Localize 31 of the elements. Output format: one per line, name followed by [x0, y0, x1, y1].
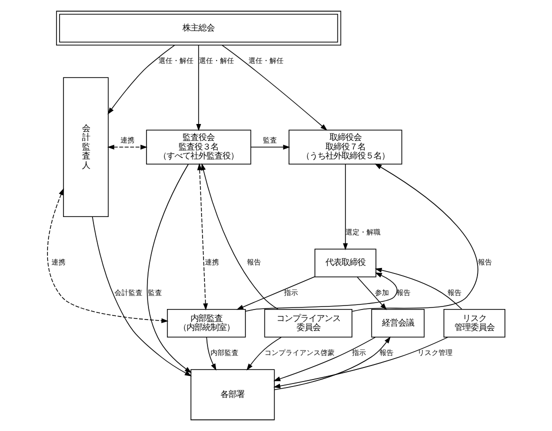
- node-box: 各部署: [190, 369, 275, 420]
- node-box: 会計監査人: [63, 77, 109, 218]
- arrow: [342, 164, 348, 250]
- arrow: [222, 44, 328, 131]
- arrow: [206, 336, 216, 371]
- node-box: 取締役会 取締役７名 （うち社外取締役５名）: [288, 130, 402, 165]
- node-box: リスク 管理委員会: [444, 308, 506, 338]
- arrow: [197, 163, 208, 310]
- node-box: 経営会議: [371, 308, 425, 338]
- arrow: [236, 276, 316, 310]
- arrow: [273, 336, 448, 388]
- arrow: [356, 276, 387, 310]
- node-box: 株主総会: [56, 10, 342, 46]
- arrow: [273, 336, 376, 382]
- arrow: [47, 188, 168, 324]
- arrow: [374, 268, 462, 310]
- arrow: [245, 272, 398, 312]
- arrow: [201, 163, 278, 310]
- arrow: [92, 216, 192, 376]
- node-box: 監査役会 監査役３名 （すべて社外監査役）: [146, 130, 252, 165]
- arrow: [196, 44, 202, 131]
- arrow: [108, 44, 176, 115]
- arrow: [352, 164, 478, 312]
- node-box: 代表取締役: [314, 248, 376, 278]
- node-box: コンプライアンス 委員会: [264, 308, 352, 338]
- arrow: [146, 164, 192, 374]
- arrow: [107, 144, 148, 150]
- arrow: [246, 336, 282, 371]
- arrow: [250, 144, 290, 150]
- node-box: 内部監査 （内部統制室）: [166, 308, 246, 338]
- arrow: [274, 336, 391, 390]
